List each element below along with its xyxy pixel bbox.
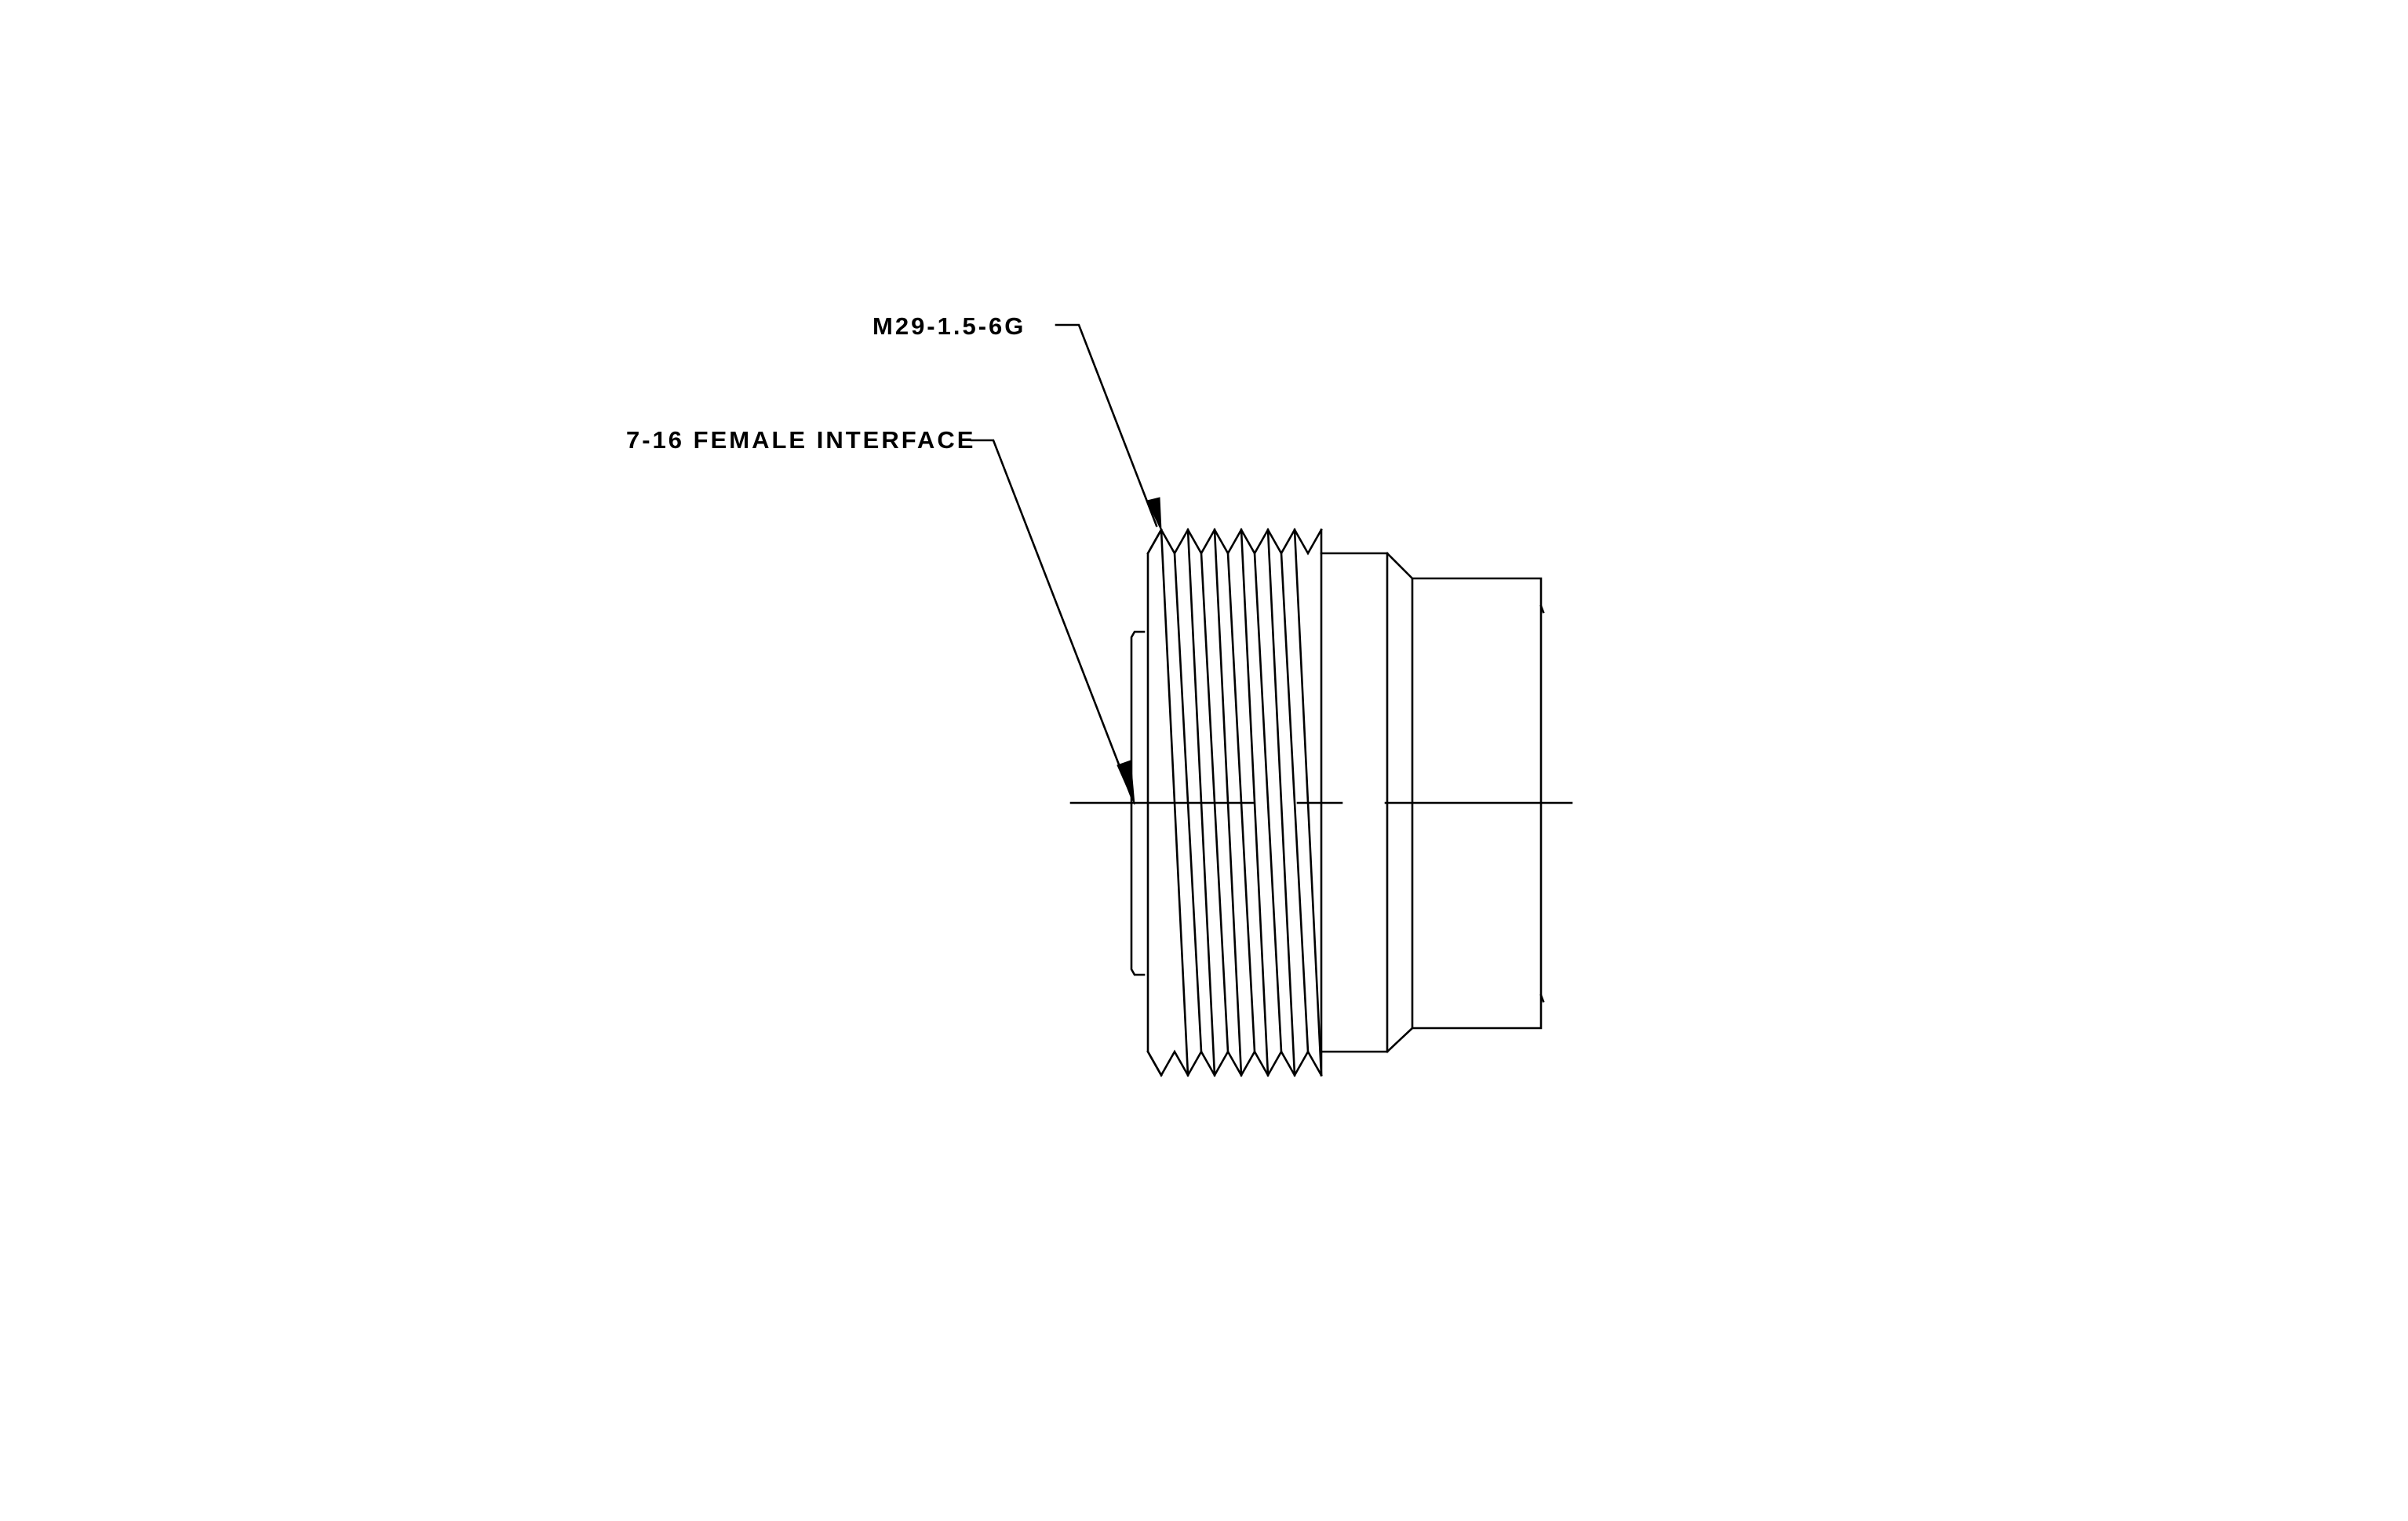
interface-callout-arrowhead bbox=[1117, 760, 1135, 805]
thread-callout-text: M29-1.5-6G bbox=[872, 312, 1025, 340]
rear-body-tick-bottom bbox=[1539, 994, 1545, 1003]
interface-callout-text: 7-16 FEMALE INTERFACE bbox=[626, 426, 975, 454]
thread-crests-bottom bbox=[1146, 1049, 1323, 1078]
thread-callout-leader bbox=[1055, 323, 1162, 531]
rear-body-tick-top bbox=[1539, 604, 1545, 614]
thread-crests-top bbox=[1146, 527, 1323, 556]
interface-callout-leader bbox=[970, 439, 1135, 805]
thread-callout-arrowhead bbox=[1146, 497, 1162, 531]
